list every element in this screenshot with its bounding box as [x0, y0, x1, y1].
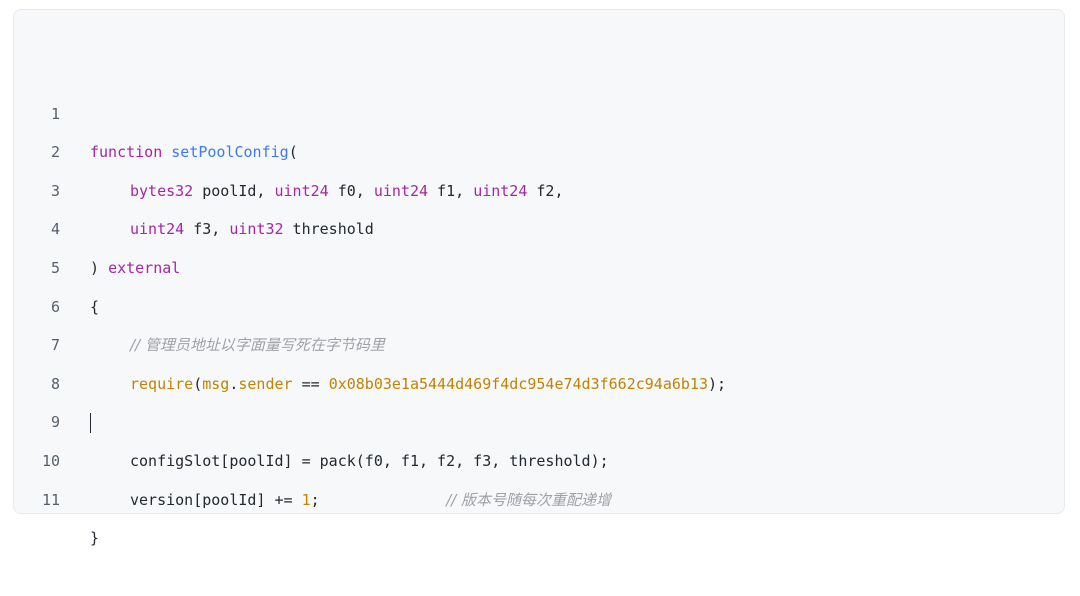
param-token: f1,	[428, 181, 474, 200]
code-line-6: 6 // 管理员地址以字面量写死在字节码里	[14, 249, 1064, 355]
code-text: {	[90, 297, 100, 316]
statement: version[poolId] +=	[130, 490, 302, 509]
line-number: 11	[41, 490, 60, 509]
semicolon: ;	[310, 490, 320, 509]
code-line-1: 1 function setPoolConfig(	[14, 56, 1064, 162]
paren: )	[90, 258, 109, 277]
code-line-5: 5 {	[14, 210, 1064, 316]
function-name: setPoolConfig	[171, 143, 289, 162]
code-line-11: 11 }	[14, 442, 1064, 548]
code-content: 1 function setPoolConfig( 2 bytes32 pool…	[14, 56, 1064, 548]
type-token: uint24	[130, 220, 185, 239]
code-text: version[poolId] += 1; // 版本号随每次重配递增	[90, 481, 611, 520]
operator: ==	[292, 374, 329, 393]
code-text: }	[90, 529, 100, 548]
code-text: configSlot[poolId] = pack(f0, f1, f2, f3…	[90, 442, 609, 481]
code-text: bytes32 poolId, uint24 f0, uint24 f1, ui…	[90, 172, 564, 211]
type-token: uint32	[229, 220, 284, 239]
code-line-9: 9 configSlot[poolId] = pack(f0, f1, f2, …	[14, 365, 1064, 470]
line-number: 6	[50, 297, 60, 316]
code-line-10: 10 version[poolId] += 1; // 版本号随每次重配递增	[14, 403, 1064, 509]
statement: configSlot[poolId] = pack(f0, f1, f2, f3…	[130, 451, 609, 470]
code-line-3: 3 uint24 f3, uint32 threshold	[14, 133, 1064, 239]
type-token: uint24	[373, 181, 429, 200]
code-text: ) external	[90, 249, 180, 288]
line-number: 5	[50, 258, 60, 277]
code-comment: // 管理员地址以字面量写死在字节码里	[130, 336, 385, 355]
param-token: threshold	[283, 220, 374, 239]
line-number: 3	[50, 181, 60, 200]
builtin-sender: sender	[238, 374, 293, 393]
param-token: poolId,	[193, 181, 275, 200]
builtin-require: require	[130, 374, 194, 393]
code-text[interactable]	[90, 403, 91, 442]
keyword-function: function	[90, 143, 163, 162]
text-cursor	[90, 412, 91, 433]
code-block: 1 function setPoolConfig( 2 bytes32 pool…	[13, 9, 1065, 548]
line-number: 9	[50, 413, 60, 432]
type-token: bytes32	[130, 181, 194, 200]
dot: .	[229, 374, 239, 393]
param-token: f3,	[184, 220, 230, 239]
code-comment: // 版本号随每次重配递增	[446, 490, 611, 509]
code-text: // 管理员地址以字面量写死在字节码里	[90, 326, 385, 365]
type-token: uint24	[274, 181, 329, 200]
line-number: 10	[41, 451, 60, 470]
type-token: uint24	[473, 181, 528, 200]
code-text: require(msg.sender == 0x08b03e1a5444d469…	[90, 365, 726, 404]
code-text: function setPoolConfig(	[90, 133, 298, 172]
address-literal: 0x08b03e1a5444d469f4dc954e74d3f662c94a6b…	[328, 374, 708, 393]
line-number: 2	[50, 143, 60, 162]
keyword-external: external	[108, 258, 181, 277]
spacer	[320, 491, 446, 509]
param-token: f0,	[328, 181, 374, 200]
paren: (	[193, 374, 203, 393]
builtin-msg: msg	[202, 374, 230, 393]
line-number: 1	[50, 104, 60, 123]
line-number: 8	[50, 374, 60, 393]
code-text: uint24 f3, uint32 threshold	[90, 210, 374, 249]
line-number: 4	[50, 220, 60, 239]
code-line-8[interactable]: 8	[14, 326, 1064, 433]
code-line-2: 2 bytes32 poolId, uint24 f0, uint24 f1, …	[14, 95, 1064, 200]
paren: (	[288, 143, 298, 162]
line-number: 7	[50, 336, 60, 355]
code-line-7: 7 require(msg.sender == 0x08b03e1a5444d4…	[14, 288, 1064, 393]
paren: );	[707, 374, 727, 393]
number-literal: 1	[301, 490, 311, 509]
param-token: f2,	[527, 181, 564, 200]
code-line-4: 4 ) external	[14, 172, 1064, 277]
